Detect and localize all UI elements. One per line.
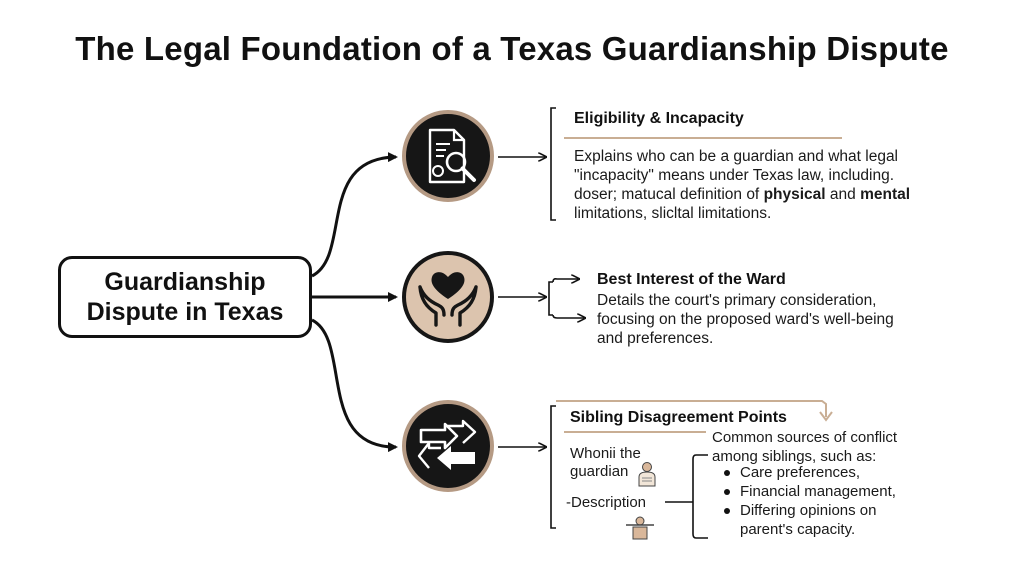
eligibility-line-3: doser; matucal definition of physical an… [574,186,911,203]
sibling-left-label-1: Whonii the [570,445,641,462]
sibling-intro-line-1: Common sources of conflict [712,429,898,446]
list-bracket [692,454,708,539]
eligibility-heading-rule [564,137,842,139]
eligibility-line-4: limitations, slicltal limitations. [574,205,772,222]
bracket-eligibility [550,107,556,221]
eligibility-line-2: "incapacity" means under Texas law, incl… [574,167,895,184]
root-label-line2: Dispute in Texas [86,298,284,326]
list-item: Differing opinions on [724,501,896,520]
list-item: Financial management, [724,483,896,500]
best-interest-circle [402,251,494,343]
opposing-arrows-icon [417,419,477,470]
bracket-sibling [550,405,556,529]
sibling-heading-arrow [556,400,827,417]
branch-connector-top [311,152,398,278]
eligibility-heading: Eligibility & Incapacity [574,110,744,127]
best-interest-description: Details the court's primary consideratio… [597,291,977,348]
sibling-bullets: Care preferences, Financial management, … [714,463,896,539]
sibling-intro: Common sources of conflict among sibling… [712,428,897,466]
document-magnifier-icon [428,128,476,184]
branch-connector-bottom [311,318,398,453]
best-interest-line-3: and preferences. [597,330,714,347]
bracket-best-interest-arrow-top [552,279,578,282]
best-interest-line-2: focusing on the proposed ward's well-bei… [597,311,894,328]
heart-in-hands-icon [418,272,478,327]
list-item: Care preferences, [724,463,896,482]
eligibility-description: Explains who can be a guardian and what … [574,147,974,223]
sibling-left-label-2: guardian [570,463,629,480]
hands-figure-icon [626,516,654,540]
guardian-person-icon [638,462,656,487]
sibling-heading-rule [564,431,706,433]
sibling-heading: Sibling Disagreement Points [570,409,787,426]
eligibility-circle [402,110,494,202]
sibling-left-label-3: -Description [566,494,647,511]
bracket-best-interest [548,281,553,316]
sibling-intro-line-2: among siblings, such as: [712,448,877,465]
eligibility-line-1: Explains who can be a guardian and what … [574,148,899,165]
best-interest-line-1: Details the court's primary consideratio… [597,292,877,309]
sibling-heading-arrowhead [819,411,833,422]
root-node: Guardianship Dispute in Texas [58,256,312,338]
root-label-line1: Guardianship [104,268,266,296]
bracket-best-interest-arrow-bottom [552,315,584,318]
best-interest-heading: Best Interest of the Ward [597,271,786,288]
list-item-continuation: parent's capacity. [740,521,856,538]
page-title: The Legal Foundation of a Texas Guardian… [75,30,949,67]
sibling-circle [402,400,494,492]
